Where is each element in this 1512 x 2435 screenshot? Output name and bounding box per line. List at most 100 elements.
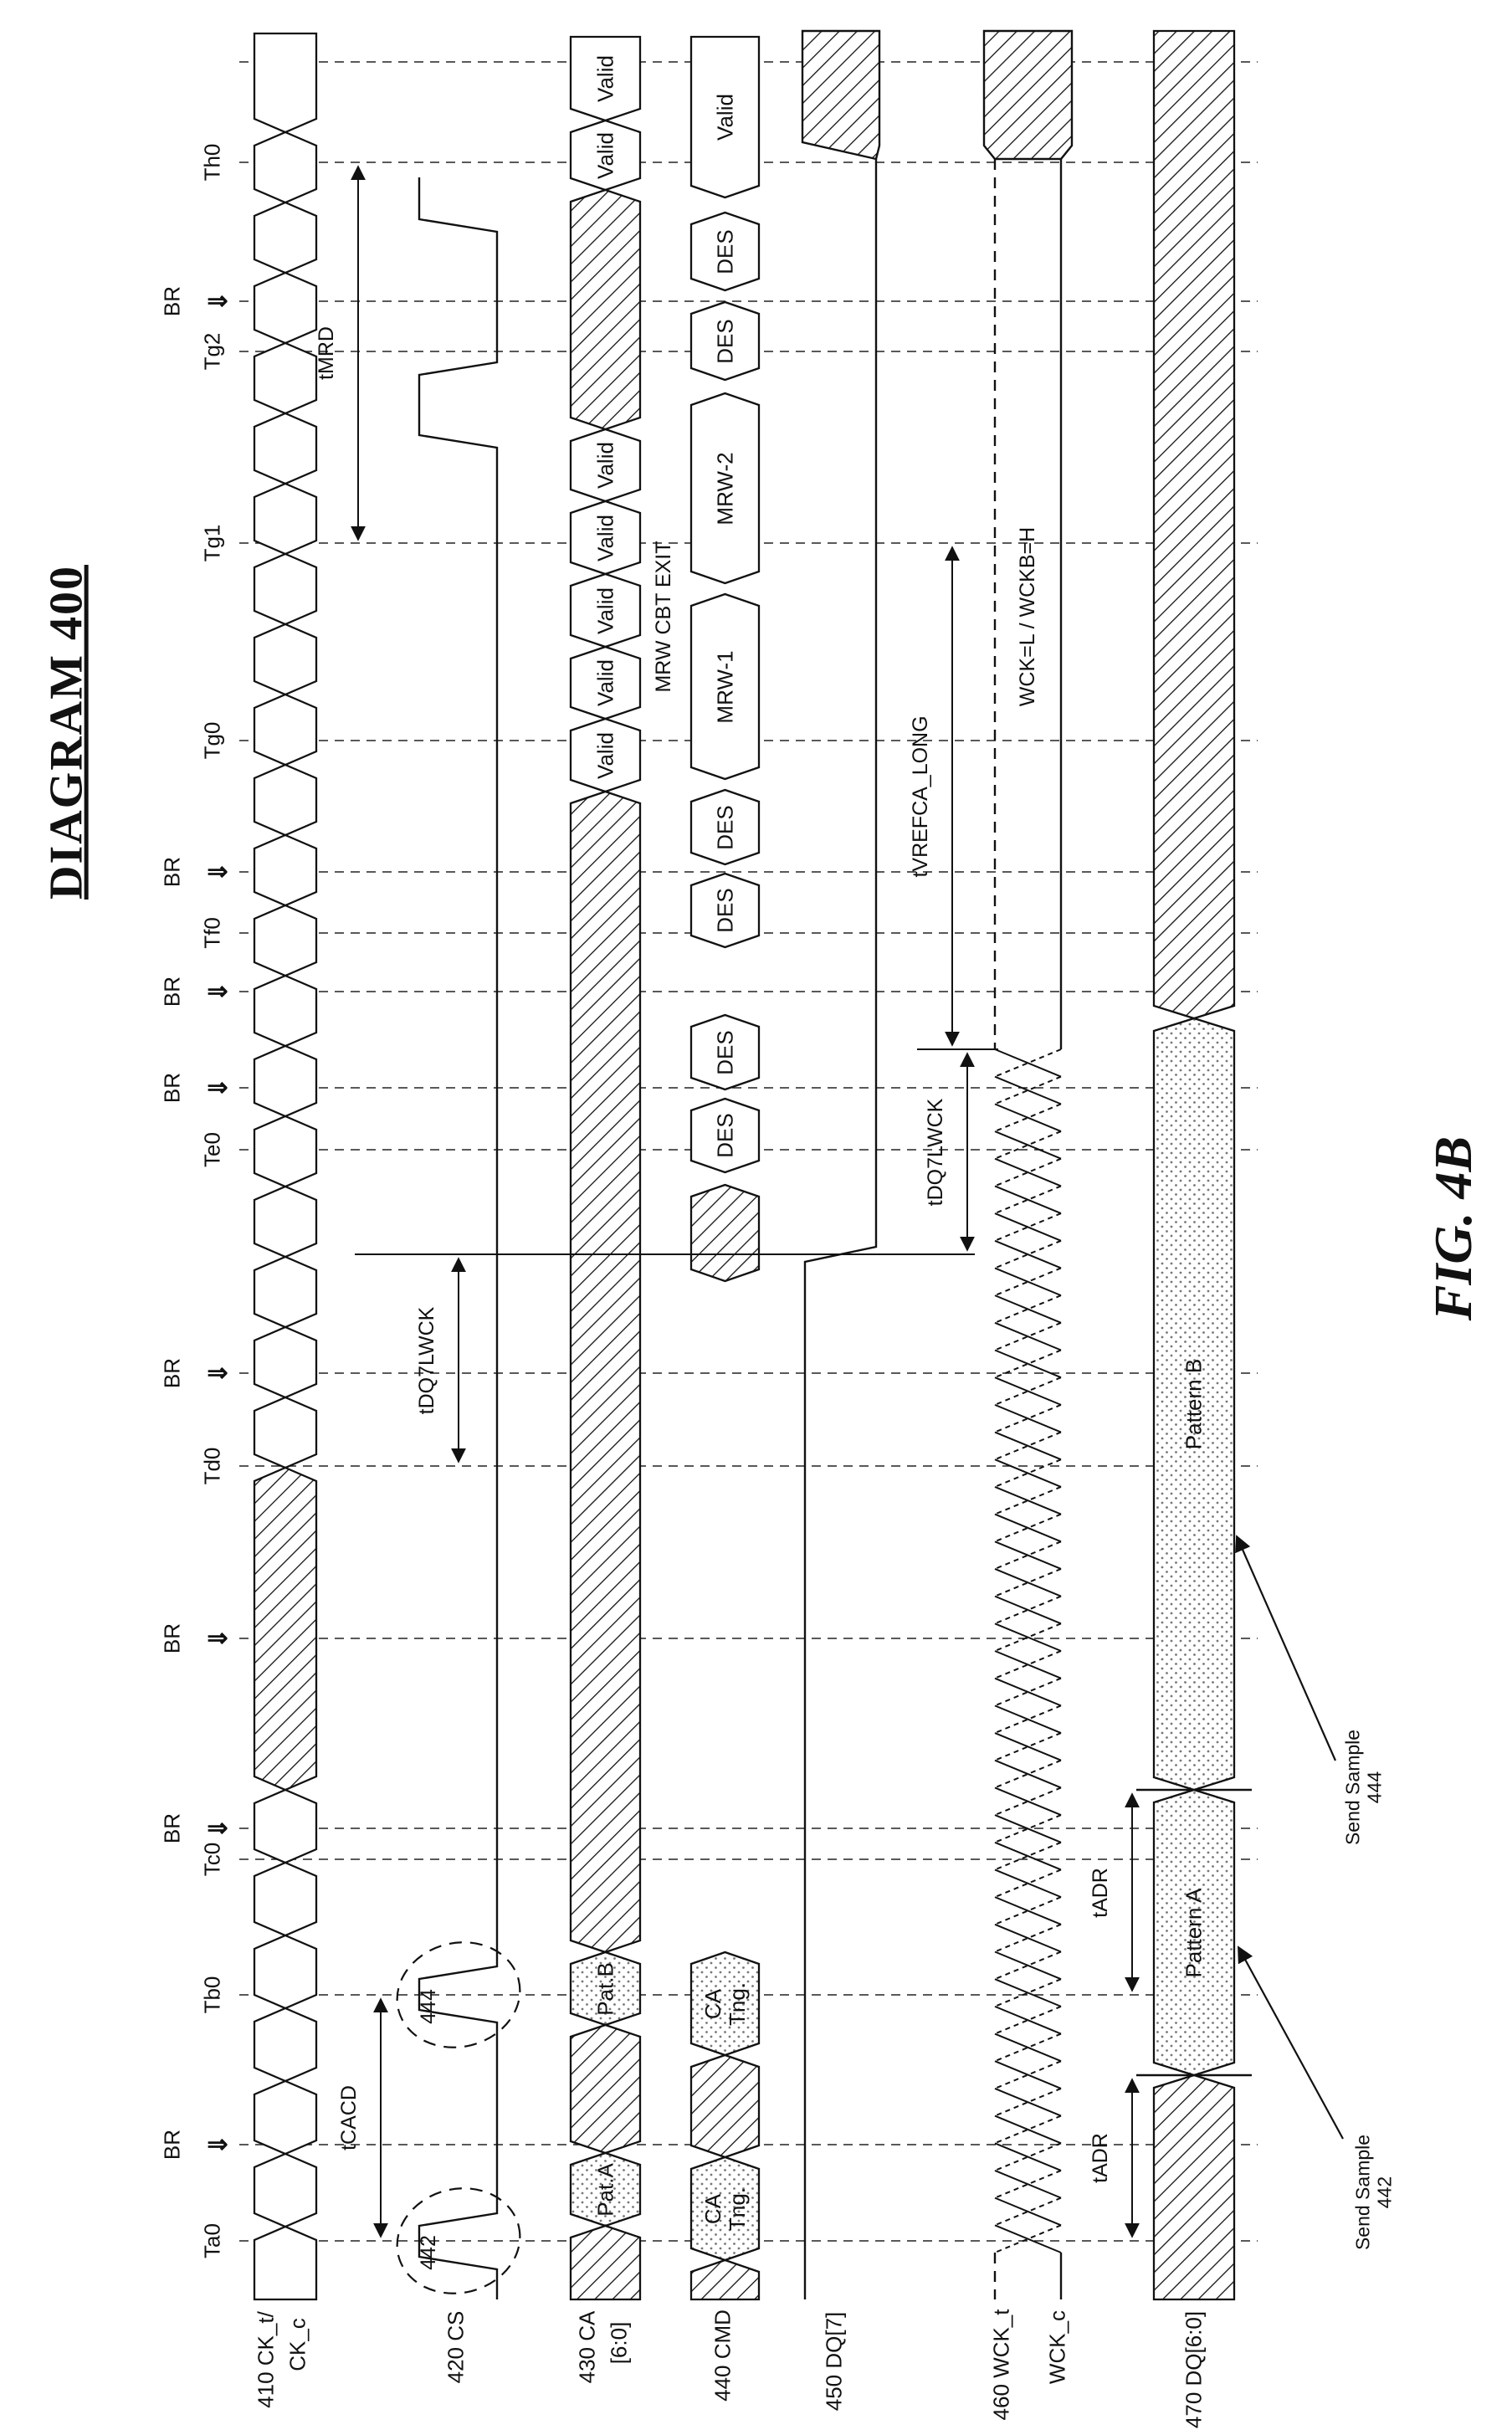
timing-parameter-label: tDQ7LWCK	[924, 1098, 947, 1207]
time-tick-label: Tc0	[199, 1842, 225, 1877]
wck-t-toggle-edge	[994, 1048, 1062, 1078]
ca-bus-cell	[569, 2224, 642, 2301]
timing-parameter-label: tADR	[1089, 1868, 1112, 1918]
wck-t-toggle-edge	[994, 1595, 1062, 1625]
wck-c-toggle-edge	[994, 1978, 1062, 2007]
wck-t-toggle-edge	[994, 1568, 1062, 1597]
wck-c-toggle-edge	[994, 1595, 1062, 1625]
clock-period-cell	[253, 552, 318, 626]
timing-parameter-label: tADR	[1089, 2133, 1112, 2183]
cmd-cell-label: DES	[711, 888, 737, 933]
wck-c-toggle-edge	[994, 1704, 1062, 1734]
cmd-cell-label: Valid	[711, 94, 737, 141]
wck-t-toggle-edge	[994, 1485, 1062, 1515]
timing-parameter-label: tVREFCA_LONG	[909, 715, 932, 878]
clock-period-cell	[253, 271, 318, 345]
cmd-bus-cell	[689, 592, 761, 781]
callout-ellipse	[396, 2187, 521, 2294]
wck-c-toggle-edge	[994, 1841, 1062, 1871]
clock-period-cell	[253, 1934, 318, 2010]
br-edge-arrow-icon: ⇓	[205, 981, 233, 1002]
cmd-bus-cell	[689, 1183, 761, 1283]
wck-c-toggle-edge	[994, 1732, 1062, 1761]
wck-t-toggle-edge	[994, 1759, 1062, 1789]
wck-t-toggle-edge	[994, 1677, 1062, 1707]
send-sample-label: Send Sample 442	[1351, 2134, 1395, 2251]
cmd-cell-label: DES	[711, 804, 737, 850]
ca-signal-name: 430 CA	[574, 2310, 600, 2384]
clock-period-cell	[253, 1396, 318, 1469]
wck-t-toggle-edge	[994, 1896, 1062, 1925]
br-edge-arrow-icon: ⇓	[205, 2134, 233, 2156]
wck-c-toggle-edge	[994, 1814, 1062, 1843]
time-tick-label: Th0	[199, 143, 225, 182]
ca-cell-label: Valid	[592, 659, 618, 706]
dq7-signal-name: 450 DQ[7]	[821, 2311, 847, 2412]
cmd-cell-label: CA Tng.	[700, 2186, 750, 2231]
wck-toggle-region	[994, 1048, 1062, 2253]
wck-c-toggle-edge	[994, 2087, 1062, 2117]
timing-parameter-label: tMRD	[315, 326, 338, 380]
clock-period-cell	[253, 1185, 318, 1259]
ca-cell-label: Pat.A	[592, 2162, 618, 2217]
wck-t-toggle-edge	[994, 1814, 1062, 1843]
wck-t-toggle-edge	[994, 1650, 1062, 1679]
dq-bus-cell	[1152, 2074, 1236, 2301]
wck-unknown-region	[982, 29, 1074, 161]
time-tick-label: Tg2	[199, 332, 225, 371]
wck-c-toggle-edge	[994, 1294, 1062, 1324]
clock-period-cell	[253, 482, 318, 556]
clock-period-cell	[253, 201, 318, 274]
dq7-unknown-region	[801, 29, 881, 161]
clock-period-cell	[253, 131, 318, 204]
clock-period-cell	[253, 2225, 318, 2301]
wck-t-toggle-edge	[994, 1321, 1062, 1351]
annotation-arrows	[351, 165, 1344, 2294]
br-tick-label: BR	[159, 1357, 185, 1389]
figure-label: FIG. 4B	[1423, 1135, 1484, 1321]
cmd-cell-label: MRW-1	[711, 649, 737, 724]
br-tick-label: BR	[159, 856, 185, 888]
wck-c-toggle-edge	[994, 1485, 1062, 1515]
clock-period-cell	[253, 2007, 318, 2083]
wck-t-toggle-edge	[994, 1157, 1062, 1187]
time-tick-label: Ta0	[199, 2223, 225, 2258]
send-sample-arrow	[1235, 1535, 1337, 1761]
clock-period-cell	[253, 412, 318, 485]
wck-t-toggle-edge	[994, 1075, 1062, 1105]
wck-t-toggle-edge	[994, 1540, 1062, 1570]
ca-cell-label: Valid	[592, 442, 618, 489]
wck-t-toggle-edge	[994, 2197, 1062, 2227]
wck-c-toggle-edge	[994, 1513, 1062, 1543]
time-tick-label: Tb0	[199, 1976, 225, 2014]
wck-c-toggle-edge	[994, 1212, 1062, 1242]
wck-c-toggle-edge	[994, 1321, 1062, 1351]
timing-parameter-label: tDQ7LWCK	[415, 1306, 438, 1415]
clock-period-cell	[253, 1788, 318, 1864]
wck-t-toggle-edge	[994, 1704, 1062, 1734]
cmd-bus-cell	[689, 872, 761, 949]
wck-c-toggle-edge	[994, 1787, 1062, 1817]
timing-parameter-label: tCACD	[337, 2085, 361, 2150]
wck-c-toggle-edge	[994, 2142, 1062, 2171]
clock-period-cell	[253, 833, 318, 907]
clock-period-cell	[253, 904, 318, 977]
cmd-cell-label: DES	[711, 228, 737, 274]
wck-c-toggle-edge	[994, 1896, 1062, 1925]
wck-t-toggle-edge	[994, 2005, 1062, 2035]
clock-period-cell	[253, 1255, 318, 1329]
wck-t-toggle-edge	[994, 2060, 1062, 2089]
wck-c-toggle-edge	[994, 1349, 1062, 1379]
cs-signal-name: 420 CS	[443, 2310, 469, 2384]
cmd-bus-cell	[689, 1013, 761, 1091]
wck-t-toggle-edge	[994, 1294, 1062, 1324]
ca-bus-cell	[569, 188, 642, 431]
cmd-bus-cell	[689, 392, 761, 585]
br-tick-label: BR	[159, 1072, 185, 1104]
br-edge-arrow-icon: ⇓	[205, 290, 233, 312]
ck-signal-name: 410 CK_t/	[253, 2311, 279, 2408]
br-tick-label: BR	[159, 2129, 185, 2161]
ca-signal-name: [6:0]	[606, 2321, 632, 2365]
cmd-cell-label: DES	[711, 318, 737, 364]
